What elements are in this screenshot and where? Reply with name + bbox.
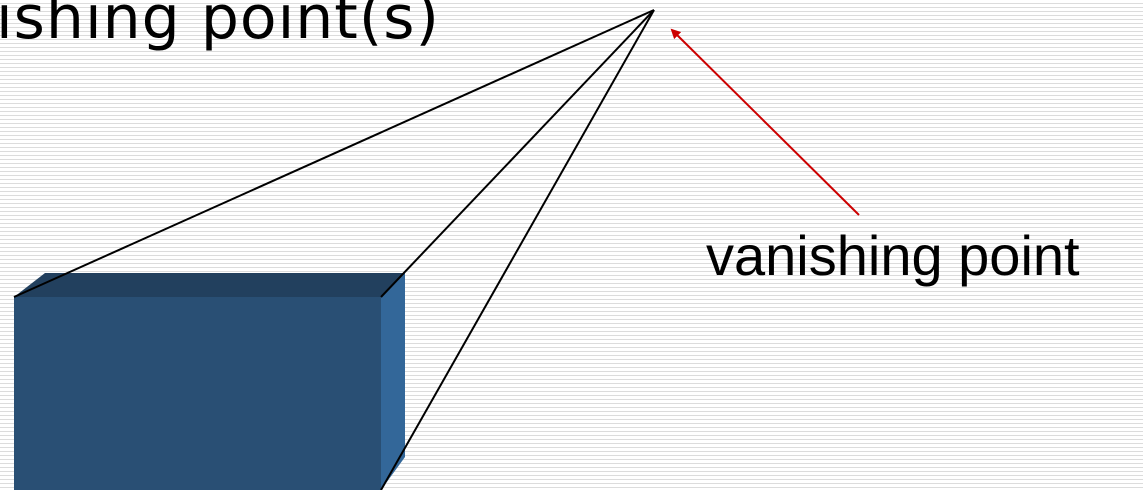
vanishing-point-label: vanishing point — [706, 224, 1080, 287]
perspective-line-top-right — [380, 9, 655, 298]
slide-title: ishing point(s) — [0, 0, 440, 53]
perspective-lines — [13, 9, 655, 490]
box-side-face — [381, 273, 405, 490]
vanishing-point-arrow — [670, 28, 860, 216]
box-top-face — [14, 273, 405, 297]
perspective-line-top-left — [13, 9, 655, 298]
perspective-line-bottom-right — [380, 9, 655, 490]
box — [14, 273, 405, 490]
box-front-face — [14, 297, 381, 490]
